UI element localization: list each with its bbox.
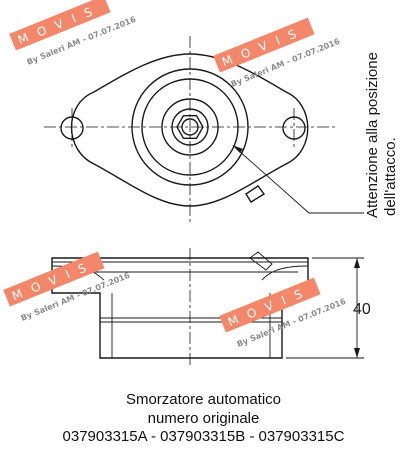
attachment-tab [245,185,266,203]
caption-title: Smorzatore automatico [125,391,282,408]
center-lines [44,36,338,222]
orientation-note: Attenzione alla posizione dell'attacco. [364,52,399,218]
watermark-tag: MOVIS By Saleri AM - 07.07.2016 [219,277,348,349]
side-profile [51,257,309,359]
note-line-1: Attenzione alla posizione [364,52,381,218]
height-dimension [286,257,364,359]
caption-part-numbers: 037903315A - 037903315B - 037903315C [62,428,345,445]
note-line-2: dell'attacco. [382,137,399,216]
leader-arrowhead [232,145,243,153]
caption-subtitle: numero originale [147,410,260,427]
top-view [44,36,364,222]
height-label: 40 [353,301,371,318]
watermark-tag: MOVIS By Saleri AM - 07.07.2016 [213,17,342,89]
watermark-tag: MOVIS By Saleri AM - 07.07.2016 [9,0,138,67]
note-leader [237,149,364,214]
